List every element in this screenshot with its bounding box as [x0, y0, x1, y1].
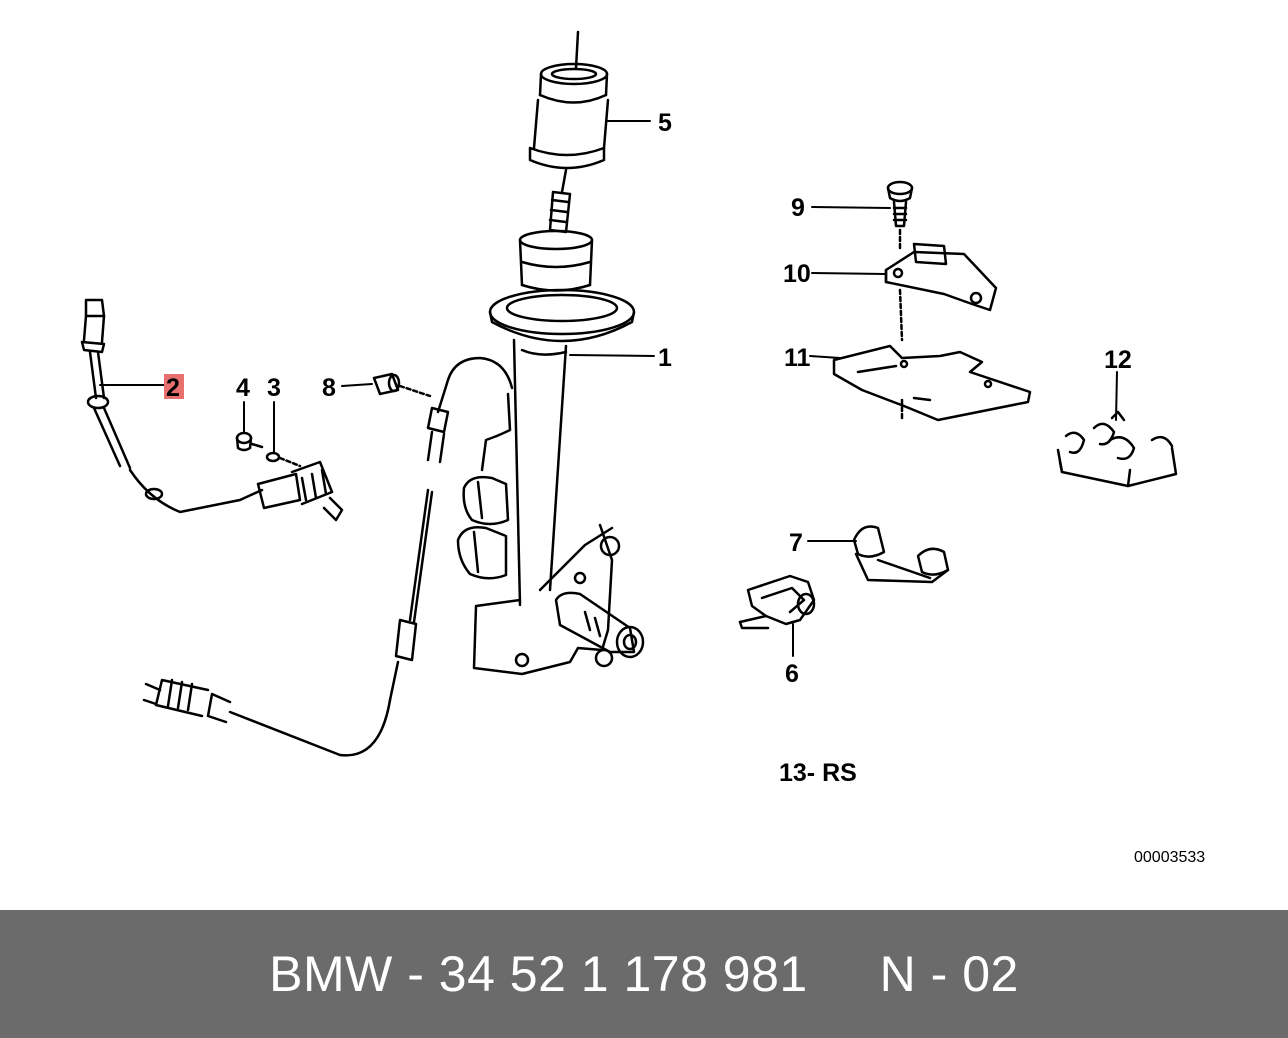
- rs-note: 13- RS: [779, 759, 857, 787]
- image-code: 00003533: [1134, 849, 1205, 866]
- speed-sensor: [80, 298, 344, 522]
- long-sensor-cable: [142, 356, 514, 757]
- callout-10: 10: [783, 260, 811, 288]
- callout-11: 11: [784, 344, 811, 372]
- screw: [886, 180, 914, 252]
- double-cable-holder: [852, 525, 950, 584]
- callout-2: 2: [166, 374, 180, 402]
- callout-labels: 1 2 3 4 5 6 7 8 9 10 11 12 13- RS 000035…: [166, 109, 1205, 866]
- callout-4: 4: [236, 374, 250, 402]
- part-number-text: BMW - 34 52 1 178 981 N - 02: [269, 946, 1019, 1002]
- holder-plate: [832, 344, 1032, 422]
- highlight-box: [164, 374, 184, 399]
- leader-lines: [99, 120, 1118, 657]
- callout-8: 8: [322, 374, 336, 402]
- callout-3: 3: [267, 374, 281, 402]
- spring-strut: [456, 190, 645, 676]
- grommet: [372, 372, 432, 398]
- callout-7: 7: [789, 529, 803, 557]
- cable-clip: [1056, 410, 1178, 488]
- part-number-footer: BMW - 34 52 1 178 981 N - 02: [0, 910, 1288, 1038]
- control-unit: [884, 242, 998, 342]
- bolt-and-washer: [235, 431, 302, 468]
- callout-1: 1: [658, 344, 672, 372]
- callout-12: 12: [1104, 346, 1132, 374]
- protective-boot: [528, 30, 610, 194]
- callout-6: 6: [785, 660, 799, 688]
- parts-diagram: 1 2 3 4 5 6 7 8 9 10 11 12 13- RS 000035…: [80, 30, 1205, 866]
- callout-9: 9: [791, 194, 805, 222]
- callout-5: 5: [658, 109, 672, 137]
- single-cable-holder: [738, 574, 816, 630]
